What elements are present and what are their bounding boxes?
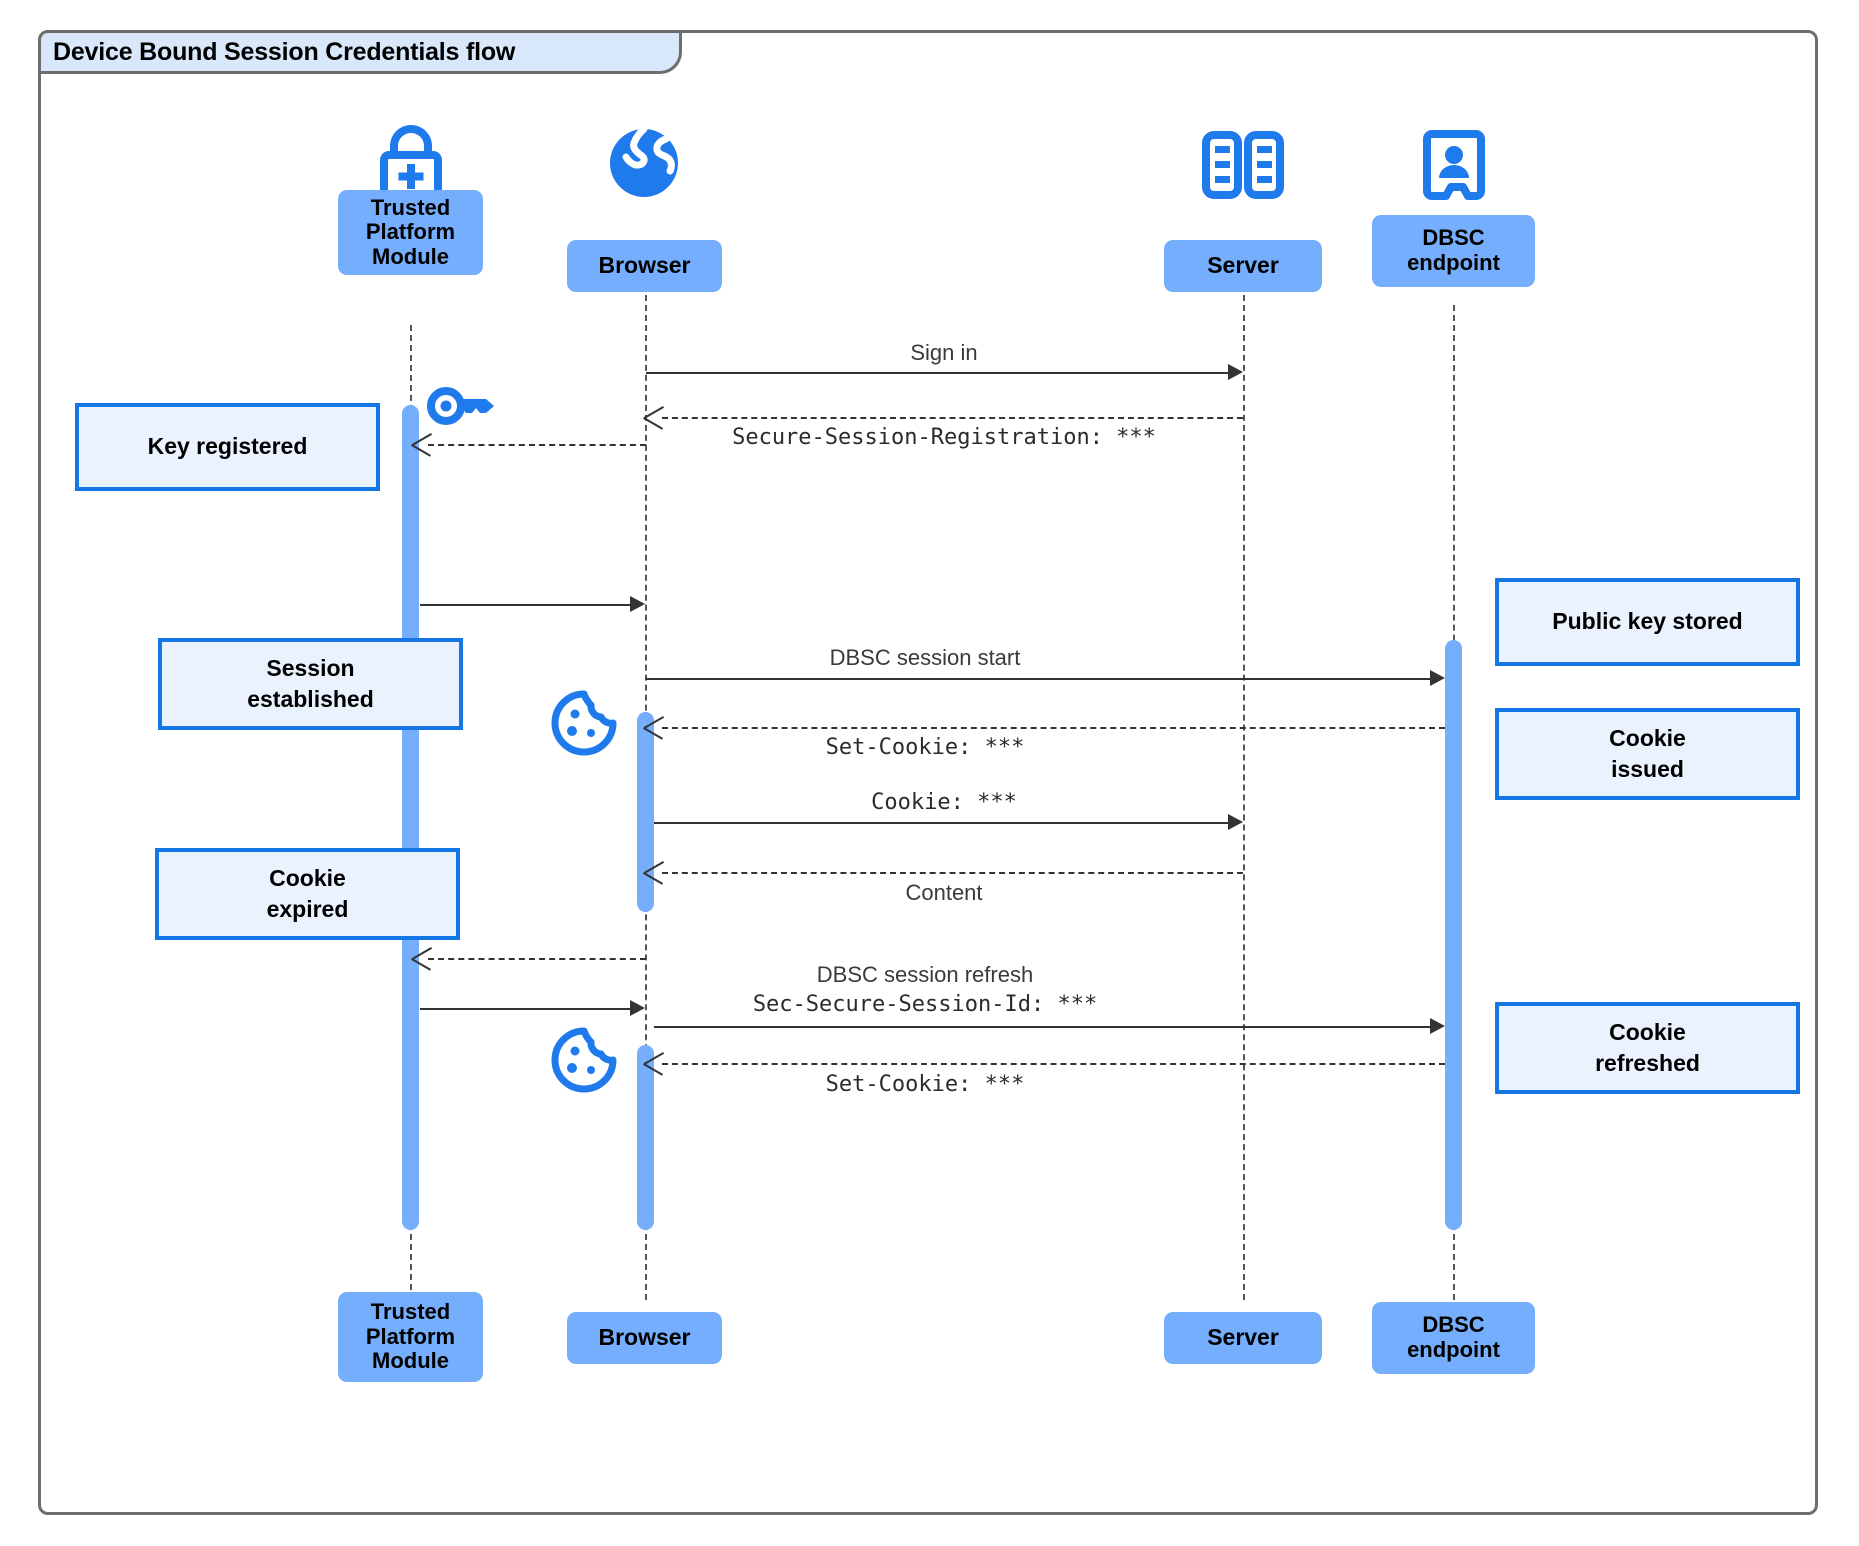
activation-dbsc <box>1445 640 1462 1230</box>
message-label-dbsc-session-start: DBSC session start <box>829 645 1021 670</box>
message-line-cookie-1 <box>654 822 1228 824</box>
message-line-refresh-request-tpm <box>428 958 646 960</box>
actor-box-browser-top[interactable]: Browser <box>567 240 722 292</box>
message-line-dbsc-session-start <box>646 678 1438 680</box>
frame-tab-fold <box>656 30 682 74</box>
message-arrowhead-refresh-signature-tpm <box>630 1000 645 1016</box>
message-arrowhead-dbsc-session-refresh <box>1430 1018 1445 1034</box>
message-label-secure-session-registration: Secure-Session-Registration: *** <box>732 425 1156 450</box>
message-line-refresh-signature-tpm <box>420 1008 630 1010</box>
lifeline-server <box>1243 285 1245 1300</box>
actor-label-browser-bottom: Browser <box>598 1324 691 1351</box>
note-key-registered: Key registered <box>75 403 380 491</box>
actor-label-server-bottom: Server <box>1207 1324 1279 1351</box>
diagram-title: Device Bound Session Credentials flow <box>53 37 516 66</box>
note-text-public-key-stored: Public key stored <box>1552 608 1743 635</box>
actor-box-server-bottom[interactable]: Server <box>1164 1312 1322 1364</box>
note-public-key-stored: Public key stored <box>1495 578 1800 666</box>
message-arrowhead-key-to-browser <box>630 596 645 612</box>
message-line-sign-in <box>646 372 1228 374</box>
message-line-register-key-response <box>428 444 646 446</box>
activation-tpm <box>402 405 419 1230</box>
message-line-set-cookie-1 <box>662 727 1445 729</box>
message-line-content <box>662 872 1243 874</box>
message-arrowhead-refresh-request-tpm <box>412 948 432 968</box>
cookie-icon-1 <box>550 690 618 756</box>
message-label-content: Content <box>905 880 983 905</box>
activation-browser-2 <box>637 1045 654 1230</box>
message-arrowhead-dbsc-session-start <box>1430 670 1445 686</box>
message-arrowhead-sign-in <box>1228 364 1243 380</box>
actor-box-server-top[interactable]: Server <box>1164 240 1322 292</box>
message-label-cookie-1: Cookie: *** <box>871 790 1017 815</box>
message-label-sec-secure-session-id: Sec-Secure-Session-Id: *** <box>752 992 1098 1017</box>
message-arrowhead-set-cookie-2 <box>644 1053 664 1073</box>
message-arrowhead-register-key-response <box>412 434 432 454</box>
globe-icon <box>602 125 686 201</box>
message-arrowhead-set-cookie-1 <box>644 717 664 737</box>
actor-label-browser-top: Browser <box>598 252 691 279</box>
message-line-dbsc-session-refresh <box>654 1026 1438 1028</box>
note-text-key-registered: Key registered <box>147 433 308 460</box>
frame-title-tab: Device Bound Session Credentials flow <box>38 30 656 74</box>
message-label-set-cookie-1: Set-Cookie: *** <box>825 735 1025 760</box>
message-label-set-cookie-2: Set-Cookie: *** <box>825 1072 1025 1097</box>
message-line-set-cookie-2 <box>662 1063 1445 1065</box>
actor-label-server-top: Server <box>1207 252 1279 279</box>
message-line-secure-session-registration <box>662 417 1243 419</box>
message-line-key-to-browser <box>420 604 630 606</box>
message-arrowhead-secure-session-registration <box>644 407 664 427</box>
server-rack-icon <box>1198 130 1288 200</box>
message-arrowhead-cookie-1 <box>1228 814 1243 830</box>
cookie-icon-2 <box>550 1027 618 1093</box>
id-badge-icon <box>1422 128 1486 202</box>
message-label-sign-in: Sign in <box>910 340 978 365</box>
message-label-dbsc-session-refresh: DBSC session refresh <box>816 962 1034 987</box>
key-icon <box>426 384 506 428</box>
actor-box-browser-bottom[interactable]: Browser <box>567 1312 722 1364</box>
message-arrowhead-content <box>644 862 664 882</box>
